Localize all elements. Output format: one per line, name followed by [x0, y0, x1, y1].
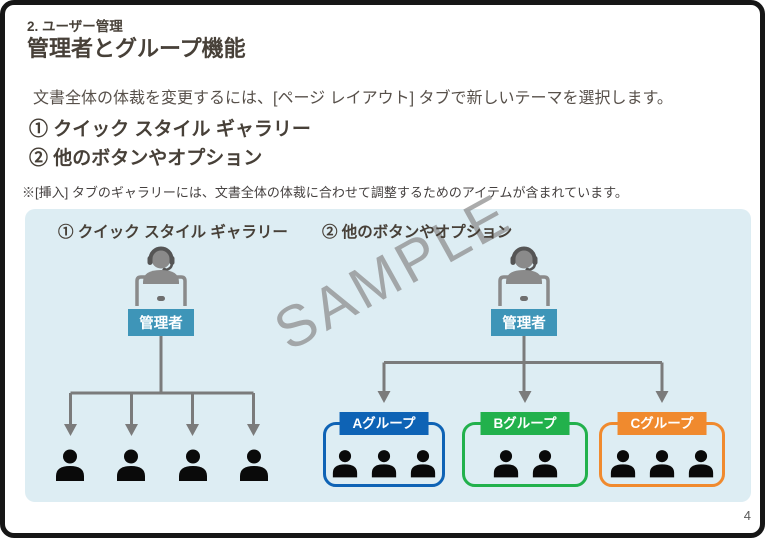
diagram-panel: SAMPLE ① クイック スタイル ギャラリー ② 他のボタンやオプション [25, 181, 751, 502]
member-row [55, 447, 269, 482]
person-icon [649, 450, 675, 478]
person-icon [332, 450, 358, 478]
group-box: Aグループ [323, 412, 445, 487]
person-icon [410, 450, 436, 478]
group-box: Bグループ [462, 412, 588, 487]
person-icon [532, 450, 557, 478]
person-icon [371, 450, 397, 478]
page-number: 4 [743, 508, 751, 523]
admin-headset-icon [135, 246, 187, 306]
admin-label-left: 管理者 [128, 309, 194, 336]
person-icon [178, 449, 207, 481]
sample-watermark: SAMPLE [263, 180, 523, 364]
person-icon [610, 450, 636, 478]
person-icon [493, 450, 518, 478]
group-label: Bグループ [480, 412, 570, 435]
admin-headset-icon [498, 246, 550, 306]
group-box: Cグループ [599, 412, 725, 487]
section-kicker: 2. ユーザー管理 [27, 19, 123, 34]
page-title: 管理者とグループ機能 [27, 36, 246, 61]
intro-paragraph: 文書全体の体裁を変更するには、[ページ レイアウト] タブで新しいテーマを選択し… [33, 90, 673, 107]
numbered-item-1: ① クイック スタイル ギャラリー [29, 119, 311, 140]
numbered-item-2: ② 他のボタンやオプション [29, 148, 263, 169]
admin-label-right: 管理者 [491, 309, 557, 336]
footnote: ※[挿入] タブのギャラリーには、文書全体の体裁に合わせて調整するためのアイテム… [22, 185, 628, 200]
person-icon [117, 449, 146, 481]
person-icon [56, 449, 84, 481]
group-label: Cグループ [617, 412, 707, 435]
person-icon [239, 449, 268, 481]
diagram-heading-left: ① クイック スタイル ギャラリー [58, 224, 288, 241]
group-label: Aグループ [339, 412, 429, 435]
diagram-heading-right: ② 他のボタンやオプション [322, 224, 513, 241]
person-icon [688, 450, 714, 478]
